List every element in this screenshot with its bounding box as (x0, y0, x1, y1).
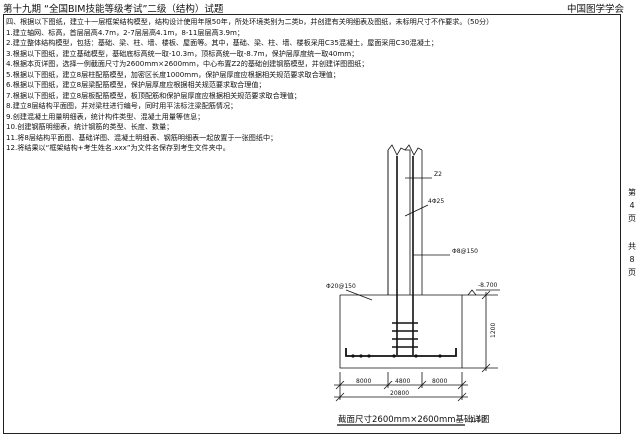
page-number-indicator: 第 4 页 (628, 188, 636, 223)
question-item-4: 4.根据本页详图，选择一例截面尺寸为2600mm×2600mm，中心布置Z2的基… (6, 59, 369, 68)
question-item-8: 8.建立8层结构平面图，并对梁柱进行编号，同时用平法标注梁配筋情况； (6, 101, 238, 110)
column-label: Z2 (434, 171, 442, 178)
base-rebar (345, 348, 457, 357)
question-item-6: 6.根据以下图纸，建立8层梁配筋模型，保护层厚度应根据相关规范要求取合理值； (6, 80, 266, 89)
detail-caption: 截面尺寸2600mm×2600mm基础详图 (338, 414, 490, 425)
exam-title: 第十九期 “全国BIM技能等级考试”二级（结构）试题 (3, 4, 224, 15)
question-item-10: 10.创建钢筋明细表，统计钢筋的类型、长度、数量； (6, 122, 174, 131)
column-outline (387, 144, 411, 295)
column-rebar-label: 4Φ25 (428, 198, 444, 205)
question-text: 四、根据以下图纸，建立十一层框架结构模型，结构设计使用年限50年，所处环境类别为… (6, 17, 606, 154)
stirrup-label: Φ8@150 (452, 248, 478, 255)
total-pages-indicator: 共 8 页 (628, 242, 636, 277)
question-item-3: 3.根据以下图纸，建立基础模型，基础底标高统一取-10.3m，顶标高统一取-8.… (6, 48, 359, 58)
question-item-12: 12.将结果以“框架结构+考生姓名.xxx”为文件名保存到考生文件夹中。 (6, 143, 230, 152)
question-item-9: 9.创建混凝土用量明细表，统计构件类型、混凝土用量等信息； (6, 111, 205, 121)
dim-left-label: 8000 (356, 378, 371, 385)
elevation-label: -8.700 (478, 282, 498, 289)
depth-label: 1200 (490, 323, 497, 338)
drawing-frame (3, 14, 621, 434)
question-item-5: 5.根据以下图纸，建立8层柱配筋模型，加密区长度1000mm，保护层厚度应根据相… (6, 69, 340, 79)
dim-right-label: 8000 (432, 378, 447, 385)
question-item-7: 7.根据以下图纸，建立8层板配筋模型，板顶配筋和保护层厚度应根据相关规范要求取合… (6, 90, 302, 100)
detail-scale: 1:50 (470, 416, 486, 424)
dim-center-label: 4800 (395, 378, 410, 385)
question-item-11: 11.将8层结构平面图、基础详图、混凝土明细表、钢筋明细表一起放置于一张图纸中； (6, 132, 278, 142)
question-item-2: 2.建立整体结构模型，包括：基础、梁、柱、墙、楼板、屋面等。其中，基础、梁、柱、… (6, 38, 438, 47)
question-item-1: 1.建立轴网、标高，首层层高4.7m，2-7层层高4.1m，8-11层层高3.9… (6, 27, 244, 37)
base-rebar-label: Φ20@150 (326, 283, 356, 290)
question-intro: 四、根据以下图纸，建立十一层框架结构模型，结构设计使用年限50年，所处环境类别为… (6, 17, 494, 26)
organization-name: 中国图学学会 (566, 4, 624, 15)
dim-total-label: 20800 (390, 390, 409, 397)
